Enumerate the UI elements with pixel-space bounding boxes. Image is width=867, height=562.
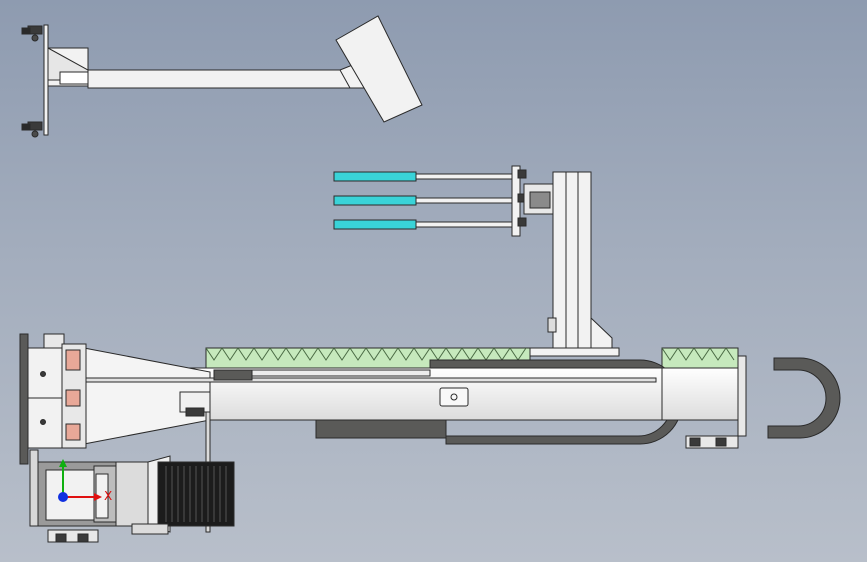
column-profile xyxy=(552,171,592,355)
triad-y-arrow-icon xyxy=(59,459,67,467)
main-conveyor[interactable] xyxy=(83,347,747,533)
horizontal-arm xyxy=(87,69,351,89)
left-drive-housing[interactable] xyxy=(19,333,87,465)
beam-access-slot xyxy=(439,387,469,407)
mount-plate xyxy=(43,24,49,136)
coordinate-triad: X xyxy=(58,459,112,503)
triad-x-arrow-icon xyxy=(94,493,102,501)
gripper-teeth-strip-right xyxy=(661,347,739,369)
cylinder-assembly[interactable] xyxy=(333,165,555,237)
column-base-plate xyxy=(526,347,620,357)
cylinder-1 xyxy=(333,171,417,182)
top-arm-assembly[interactable] xyxy=(21,15,423,138)
clamp-top xyxy=(21,25,43,42)
vertical-column[interactable] xyxy=(526,171,620,357)
arm-collar xyxy=(59,71,91,85)
drive-pad-1 xyxy=(65,349,81,371)
cylinder-2 xyxy=(333,195,417,206)
tilted-end-plate xyxy=(335,15,423,123)
column-foot-gusset xyxy=(590,316,613,349)
drive-pad-3 xyxy=(65,423,81,441)
rod-3 xyxy=(415,221,513,228)
right-beam-section xyxy=(661,367,741,421)
triad-z-dot-icon xyxy=(58,492,68,502)
rod-1 xyxy=(415,173,513,180)
clamp-bottom xyxy=(21,121,43,138)
drive-pad-2 xyxy=(65,389,81,407)
hook-belt-end[interactable] xyxy=(767,357,841,439)
triad-x-label: X xyxy=(104,489,112,503)
cylinder-3 xyxy=(333,219,417,230)
gearbox-motor[interactable] xyxy=(29,449,235,543)
rod-2 xyxy=(415,197,513,204)
end-plate xyxy=(19,333,29,465)
lower-belt-strip xyxy=(315,419,447,439)
